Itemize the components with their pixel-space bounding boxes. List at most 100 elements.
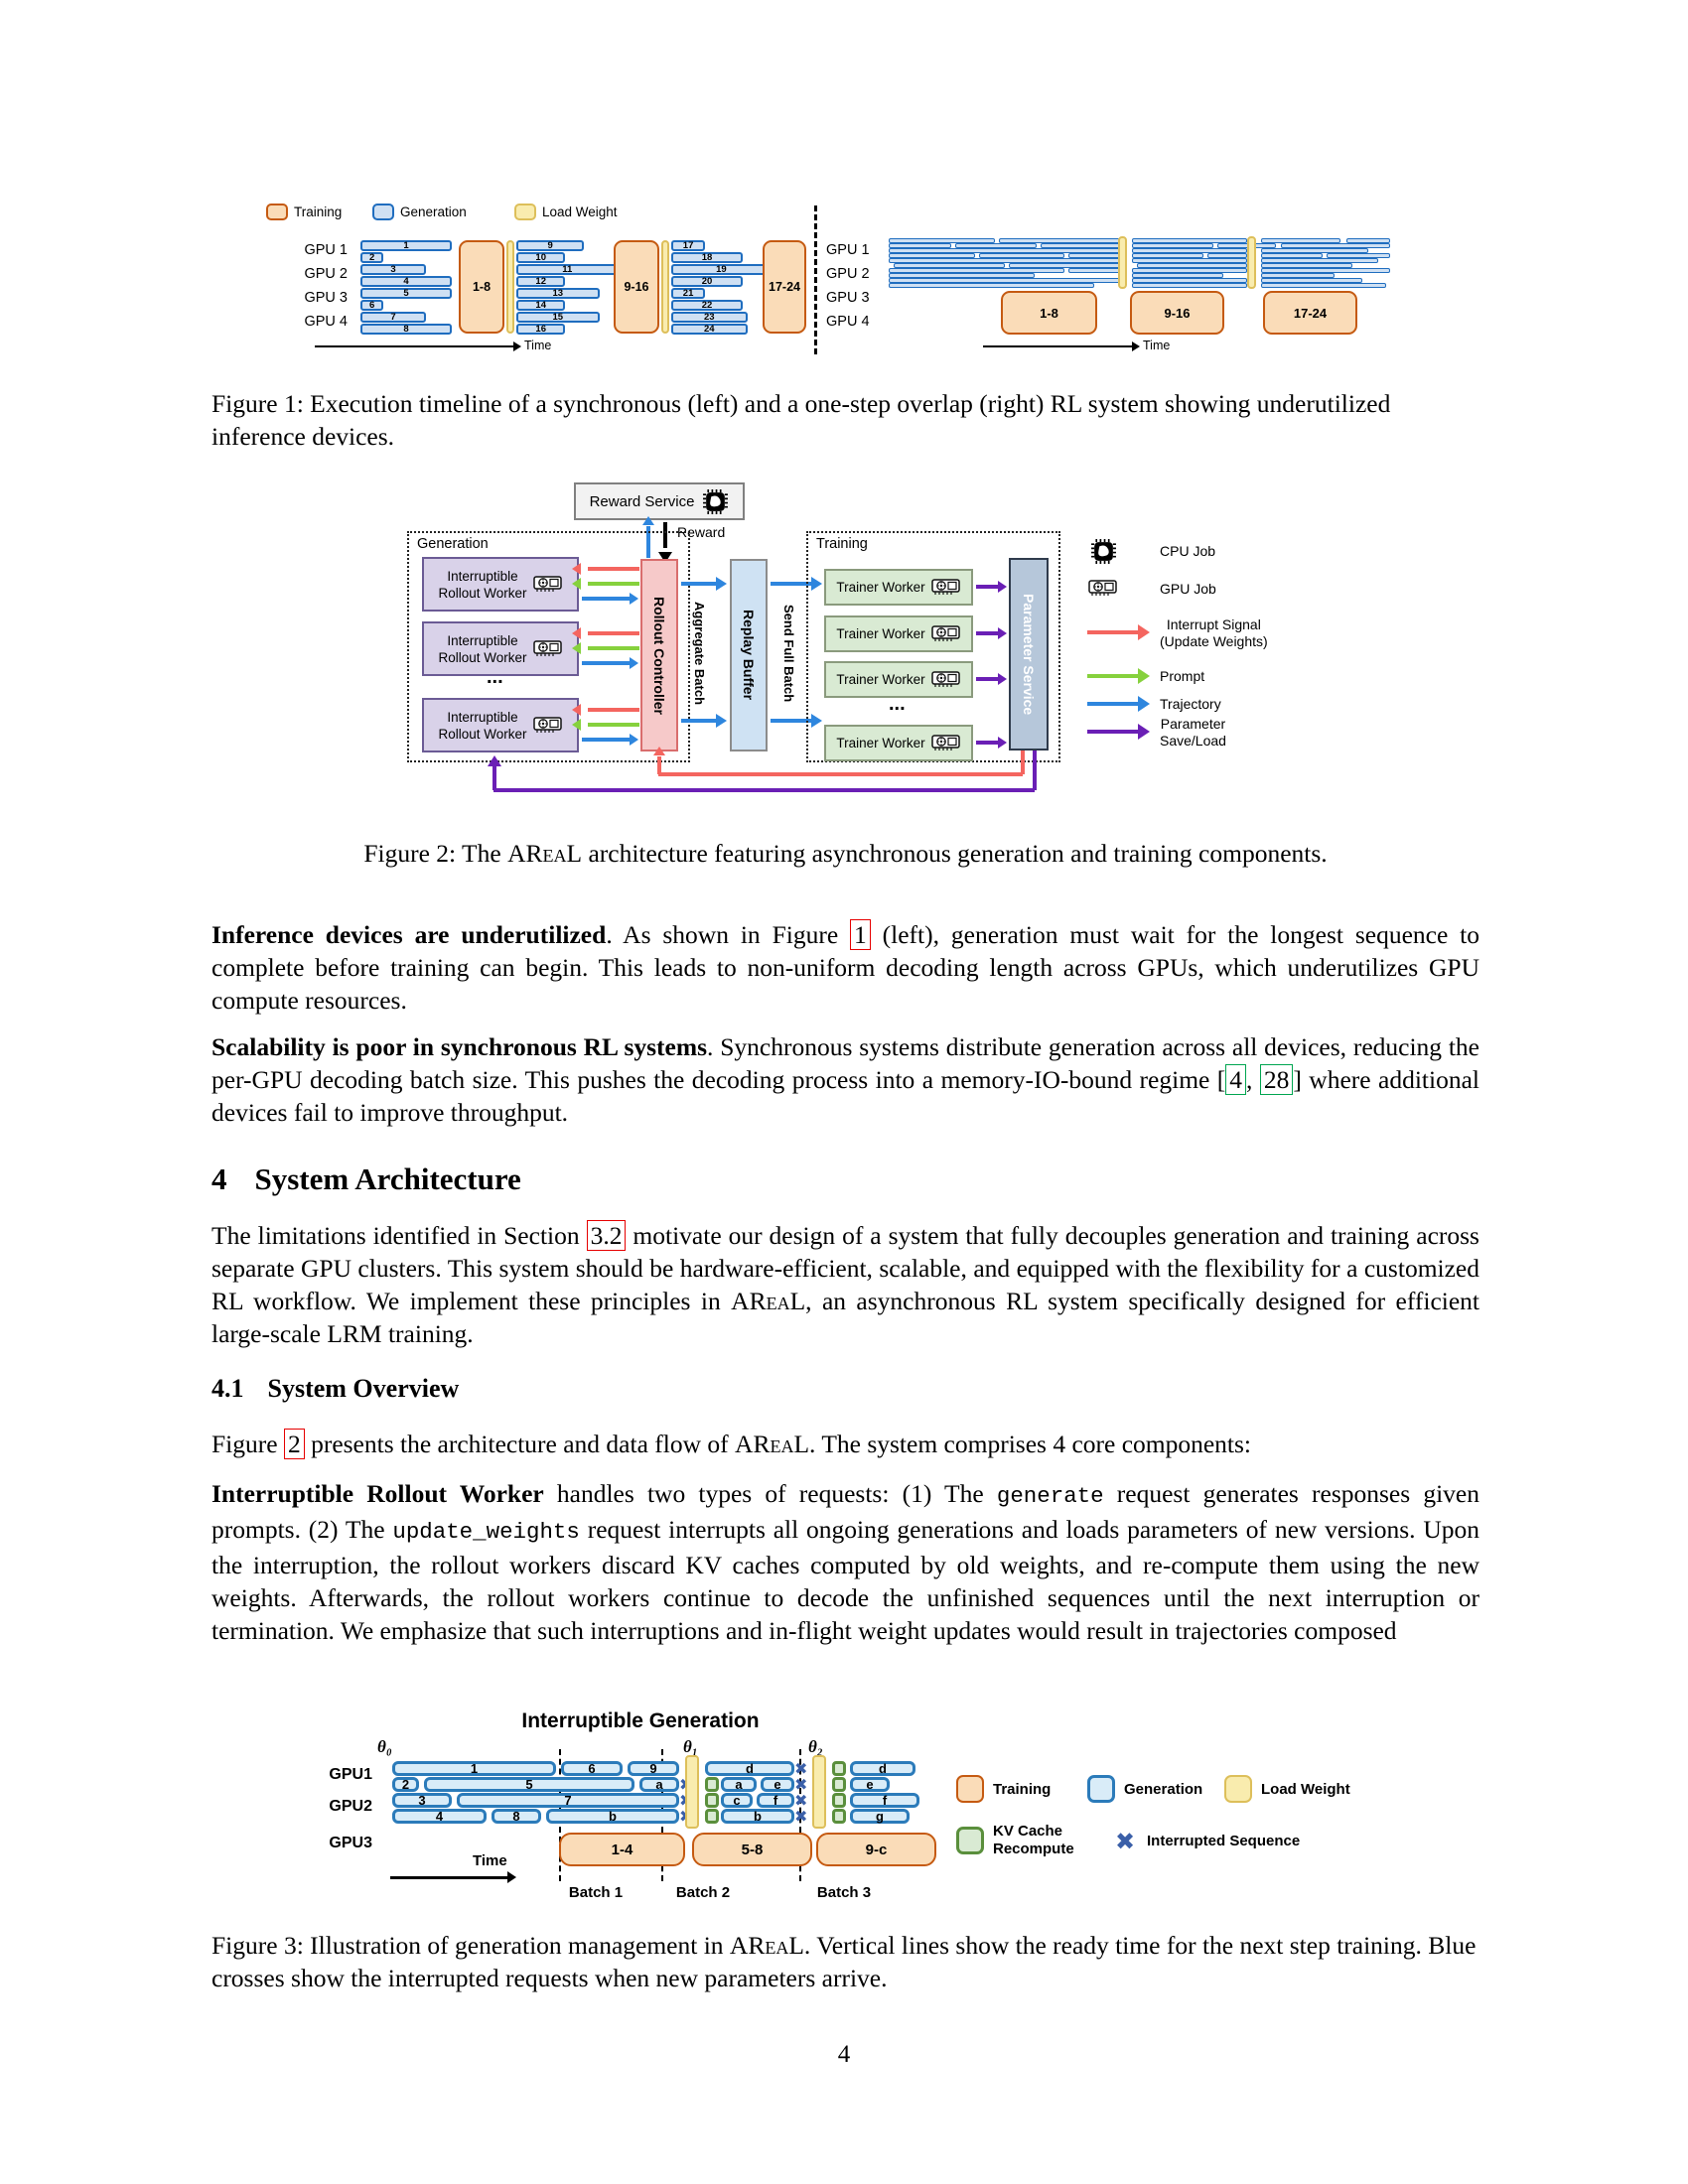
trainers-ellipsis: ... [889,693,906,715]
generation-bar: 10 [516,252,566,263]
gpu-row-label: GPU 4 [826,314,870,330]
generation-bar: 4 [392,1809,487,1824]
legend-label: Load Weight [542,205,618,219]
arrow-head [1132,341,1140,351]
arrow-head [507,1871,516,1883]
arrow-head [658,552,672,563]
replay-buffer-box: Replay Buffer [730,559,768,751]
text-segment: Inference devices are underutilized [211,920,607,949]
generation-bar: 7 [457,1793,679,1808]
generation-bar-thin [1261,268,1390,273]
generation-bar-thin [889,253,975,258]
arrow-line [582,597,633,601]
arrow-line [588,567,639,571]
reference-link[interactable]: 2 [283,1429,305,1459]
reward-service-label: Reward Service [589,492,695,510]
arrow-line [1087,730,1143,734]
paragraph-limitations: The limitations identified in Section 3.… [211,1220,1480,1348]
legend-label: Trajectory [1160,696,1221,712]
interrupted-sequence-x-icon: ✖ [794,1791,808,1810]
trainer-label: Trainer Worker [836,626,925,641]
kv-cache-recompute-box [832,1793,846,1808]
generation-bar: 22 [671,300,743,311]
training-block: 5-8 [692,1833,812,1866]
generation-bar: d [705,1761,794,1776]
gpu-row-label: GPU 2 [304,266,348,282]
generation-bar-thin [1132,278,1247,283]
generation-bar-thin [1132,273,1223,278]
legend-swatch-kv [956,1827,984,1854]
interrupted-sequence-x-icon: ✖ [794,1807,808,1826]
gpu-icon [930,625,961,642]
paragraph-scalability: Scalability is poor in synchronous RL sy… [211,1032,1480,1127]
arrow-head [1138,724,1151,740]
load-weight-strip [1118,236,1127,289]
generation-bar-thin [889,238,995,243]
arrow-line [976,585,1002,589]
arrow-head [642,516,654,526]
legend-label: Generation [400,205,467,219]
reference-link[interactable]: 4 [1225,1064,1247,1095]
arrow-line [657,756,661,774]
arrow-head [653,747,665,756]
legend-label: GPU Job [1160,581,1216,597]
generation-bar: 12 [516,276,566,287]
theta-label: θ₀ [377,1737,392,1756]
generation-bar-thin [1132,238,1247,243]
generation-bar: 5 [424,1777,634,1792]
generation-bar: 6 [360,300,384,311]
text-segment: AReaL [507,839,583,868]
generation-bar-thin [1261,278,1362,283]
generation-bar: 6 [561,1761,623,1776]
legend-label: Prompt [1160,668,1205,684]
arrow-head [998,627,1008,639]
generation-bar-thin [1261,253,1323,258]
training-group-label: Training [816,536,868,552]
batch-label: Batch 3 [816,1884,872,1901]
generation-bar: g [850,1809,910,1824]
legend-label: KV Cache Recompute [993,1823,1074,1857]
generation-bar: e [850,1777,890,1792]
generation-bar-thin [889,268,1064,273]
paragraph-figure2-presents: Figure 2 presents the architecture and d… [211,1429,1252,1459]
kv-cache-recompute-box [832,1761,846,1776]
trainer-label: Trainer Worker [836,736,925,751]
gpu-icon [532,717,563,734]
arrow-line [681,582,720,586]
arrow-line [646,526,650,558]
arrow-head [572,719,582,731]
paragraph-interruptible-rollout-worker: Interruptible Rollout Worker handles two… [211,1479,1479,1645]
generation-bar: 16 [516,324,566,335]
interrupted-sequence-x-icon: ✖ [1115,1828,1136,1855]
theta-label: θ₁ [683,1737,698,1756]
legend-label: Generation [1124,1781,1203,1798]
arrow-head [810,577,822,591]
generation-bar-thin [1132,253,1203,258]
reference-link[interactable]: 28 [1259,1064,1294,1095]
arrow-line [588,723,639,727]
generation-bar-thin [889,248,1120,253]
generation-bar: 15 [516,312,600,323]
legend-label: Parameter Save/Load [1160,716,1226,749]
arrow-line [588,646,639,650]
generation-bar: b [546,1809,679,1824]
interrupted-sequence-x-icon: ✖ [794,1759,808,1778]
generation-bar-thin [1261,263,1352,268]
reference-link[interactable]: 1 [850,919,871,950]
generation-bar-thin [979,253,1064,258]
generation-bar: 24 [671,324,748,335]
legend-label: Training [993,1781,1052,1798]
generation-bar-thin [889,243,951,248]
legend-label: Interrupted Sequence [1147,1833,1301,1849]
figure-3-title: Interruptible Generation [521,1709,760,1732]
reference-link[interactable]: 3.2 [586,1220,627,1251]
generation-bar: 9 [628,1761,679,1776]
legend-swatch-generation [1087,1775,1115,1803]
gpu-row-label: GPU2 [329,1798,372,1815]
arrow-head [715,577,727,591]
